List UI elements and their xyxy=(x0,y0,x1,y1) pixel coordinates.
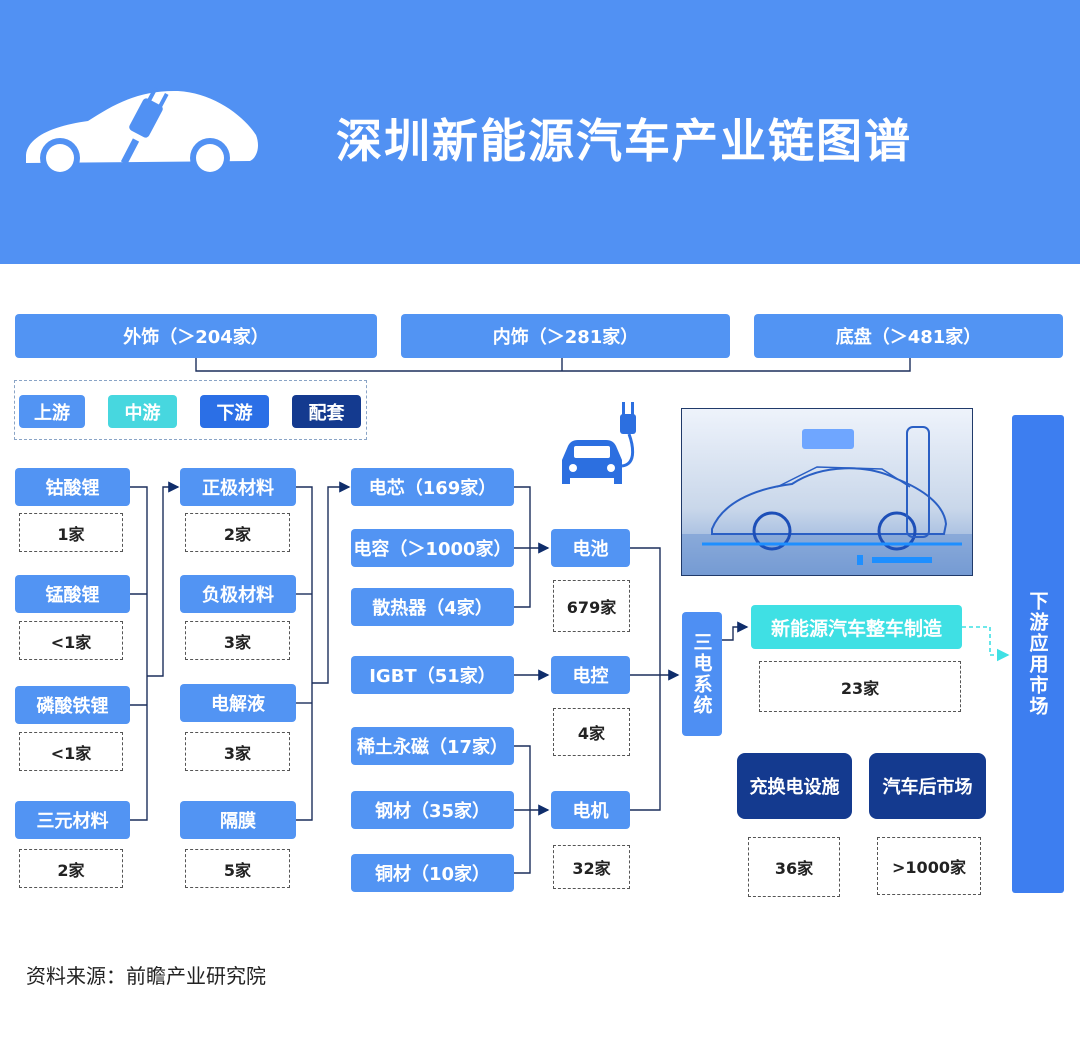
material-anode: 负极材料 xyxy=(180,575,296,613)
material-lco-count: 1家 xyxy=(19,513,123,552)
legend xyxy=(14,380,367,440)
three-electric-label: 三电系统 xyxy=(690,632,713,716)
material-lmo-count: <1家 xyxy=(19,621,123,660)
system-control-count: 4家 xyxy=(553,708,630,756)
system-motor-count: 32家 xyxy=(553,845,630,889)
component-cell: 电芯（169家） xyxy=(351,468,514,506)
vehicle-manufacturing-count: 23家 xyxy=(759,661,961,712)
part-interior: 内饰（＞281家） xyxy=(401,314,730,358)
material-electrolyte: 电解液 xyxy=(180,684,296,722)
support-charging-count: 36家 xyxy=(748,837,840,897)
support-aftermarket: 汽车后市场 xyxy=(869,753,986,819)
material-ternary-count: 2家 xyxy=(19,849,123,888)
material-anode-count: 3家 xyxy=(185,621,290,660)
material-separator-count: 5家 xyxy=(185,849,290,888)
legend-upstream: 上游 xyxy=(19,395,85,428)
system-motor: 电机 xyxy=(551,791,630,829)
component-steel: 钢材（35家） xyxy=(351,791,514,829)
support-charging: 充换电设施 xyxy=(737,753,852,819)
component-igbt: IGBT（51家） xyxy=(351,656,514,694)
component-magnet: 稀土永磁（17家） xyxy=(351,727,514,765)
material-lfp: 磷酸铁锂 xyxy=(15,686,130,724)
part-exterior: 外饰（＞204家） xyxy=(15,314,377,358)
three-electric-system: 三电系统 xyxy=(682,612,722,736)
electric-car-plug-icon xyxy=(26,86,258,178)
part-chassis: 底盘（＞481家） xyxy=(754,314,1063,358)
legend-supporting: 配套 xyxy=(292,395,361,428)
legend-downstream: 下游 xyxy=(200,395,269,428)
downstream-market: 下游应用市场 xyxy=(1012,415,1064,893)
source-note: 资料来源：前瞻产业研究院 xyxy=(26,964,266,988)
material-lco: 钴酸锂 xyxy=(15,468,130,506)
page-title: 深圳新能源汽车产业链图谱 xyxy=(336,114,912,168)
electric-car-icon xyxy=(562,402,636,484)
component-radiator: 散热器（4家） xyxy=(351,588,514,626)
material-lmo: 锰酸锂 xyxy=(15,575,130,613)
system-battery-count: 679家 xyxy=(553,580,630,632)
charging-car-illustration xyxy=(681,408,973,576)
vehicle-manufacturing: 新能源汽车整车制造 xyxy=(751,605,962,649)
component-capacitor: 电容（＞1000家） xyxy=(351,529,514,567)
material-lfp-count: <1家 xyxy=(19,732,123,771)
system-battery: 电池 xyxy=(551,529,630,567)
material-cathode-count: 2家 xyxy=(185,513,290,552)
header-banner: 深圳新能源汽车产业链图谱 xyxy=(0,0,1080,264)
component-copper: 铜材（10家） xyxy=(351,854,514,892)
support-aftermarket-count: >1000家 xyxy=(877,837,981,895)
material-electrolyte-count: 3家 xyxy=(185,732,290,771)
downstream-market-label: 下游应用市场 xyxy=(1026,591,1049,717)
legend-midstream: 中游 xyxy=(108,395,177,428)
material-separator: 隔膜 xyxy=(180,801,296,839)
system-control: 电控 xyxy=(551,656,630,694)
material-cathode: 正极材料 xyxy=(180,468,296,506)
material-ternary: 三元材料 xyxy=(15,801,130,839)
